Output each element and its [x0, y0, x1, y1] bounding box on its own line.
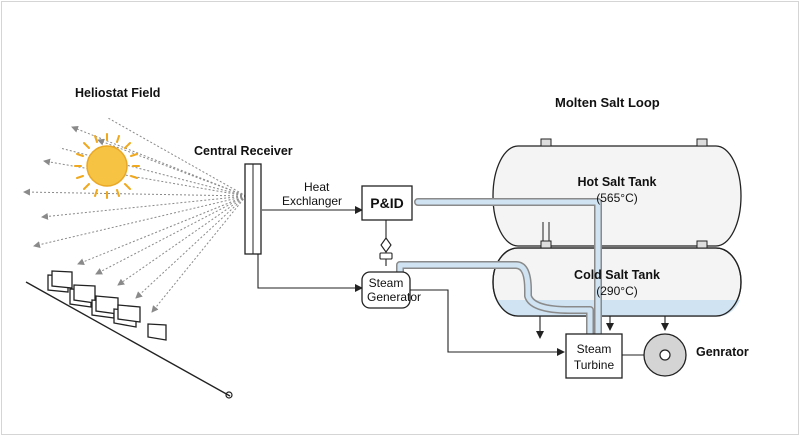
steam-generator-label-line1: Steam [369, 276, 404, 290]
central-receiver-label: Central Receiver [194, 144, 293, 158]
hot-salt-tank [492, 138, 742, 247]
cold-tank-name-label: Cold Salt Tank [574, 268, 660, 282]
steam-generator-label-line2: Generator [367, 290, 421, 304]
cold-tank-temp-label: (290°C) [596, 284, 637, 298]
heliostat-ground [25, 281, 233, 399]
molten-salt-pipes [396, 198, 602, 338]
molten-salt-loop-label: Molten Salt Loop [555, 95, 660, 110]
steam-turbine-label-line1: Steam [577, 342, 612, 356]
steam-turbine-label-line2: Turbine [574, 358, 615, 372]
generator-label: Genrator [696, 345, 749, 359]
sun-icon [74, 133, 140, 199]
generator-icon [643, 333, 687, 377]
heliostat-rays [23, 117, 247, 313]
pid-box [361, 185, 413, 221]
hot-tank-temp-label: (565°C) [596, 191, 637, 205]
valve-icon [379, 237, 393, 260]
central-receiver-tower-icon [244, 163, 262, 255]
heat-exchanger-label-line2: Exchlanger [282, 194, 342, 208]
heliostat-mirror-icon [47, 270, 167, 341]
heliostat-field-label: Heliostat Field [75, 86, 160, 100]
hot-tank-name-label: Hot Salt Tank [578, 175, 657, 189]
steam-turbine-box [565, 333, 623, 379]
heat-exchanger-label-line1: Heat [304, 180, 330, 194]
pid-label: P&ID [370, 195, 403, 211]
steam-generator-box [361, 271, 411, 309]
